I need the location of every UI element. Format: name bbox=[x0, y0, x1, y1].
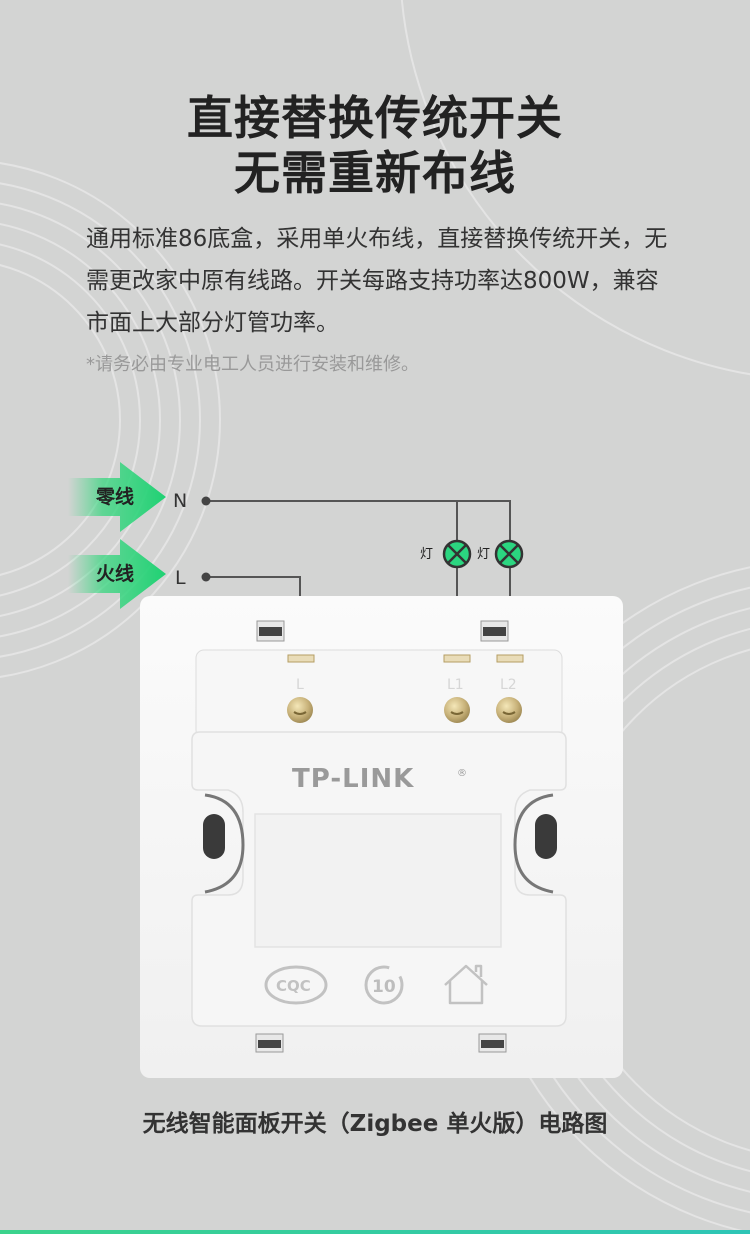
lamp-2-icon bbox=[494, 539, 524, 569]
neutral-label: 零线 bbox=[95, 485, 134, 508]
lamp-1-label: 灯 bbox=[420, 547, 433, 562]
live-terminal-label: L bbox=[175, 567, 186, 589]
right-mount-ear bbox=[513, 793, 557, 894]
bottom-accent-bar bbox=[0, 1230, 750, 1234]
terminal-l-text: L bbox=[296, 677, 304, 693]
diagram-caption: 无线智能面板开关（Zigbee 单火版）电路图 bbox=[142, 1111, 608, 1137]
terminal-l2-text: L2 bbox=[500, 677, 517, 693]
terminal-screw-l2 bbox=[496, 697, 522, 723]
cqc-mark-icon: CQC bbox=[264, 965, 328, 1005]
description-text: 通用标准86底盒，采用单火布线，直接替换传统开关，无需更改家中原有线路。开关每路… bbox=[86, 226, 668, 336]
neutral-arrow bbox=[68, 462, 166, 532]
heading-line-1: 直接替换传统开关 bbox=[187, 91, 563, 145]
terminal-block bbox=[195, 649, 563, 739]
heading-line-2: 无需重新布线 bbox=[234, 146, 516, 200]
terminal-l1-text: L1 bbox=[447, 677, 464, 693]
left-mount-ear bbox=[203, 793, 245, 894]
cqc-text: CQC bbox=[276, 977, 311, 995]
ten-year-text: 10 bbox=[372, 977, 396, 997]
neutral-terminal-label: N bbox=[173, 490, 187, 512]
terminal-screw-l1 bbox=[444, 697, 470, 723]
registered-mark: ® bbox=[457, 768, 467, 779]
ten-year-mark-icon: 10 bbox=[364, 965, 404, 1005]
home-icon bbox=[444, 964, 488, 1005]
terminal-screw-l bbox=[287, 697, 313, 723]
neutral-node bbox=[201, 496, 211, 506]
safety-note: *请务必由专业电工人员进行安装和维修。 bbox=[86, 354, 419, 375]
lamp-1-icon bbox=[442, 539, 472, 569]
live-node bbox=[201, 572, 211, 582]
center-panel-window bbox=[254, 813, 502, 948]
brand-logo: TP-LINK bbox=[292, 764, 414, 794]
lamp-2-label: 灯 bbox=[477, 547, 490, 562]
live-label: 火线 bbox=[96, 562, 134, 585]
live-arrow bbox=[68, 539, 166, 609]
